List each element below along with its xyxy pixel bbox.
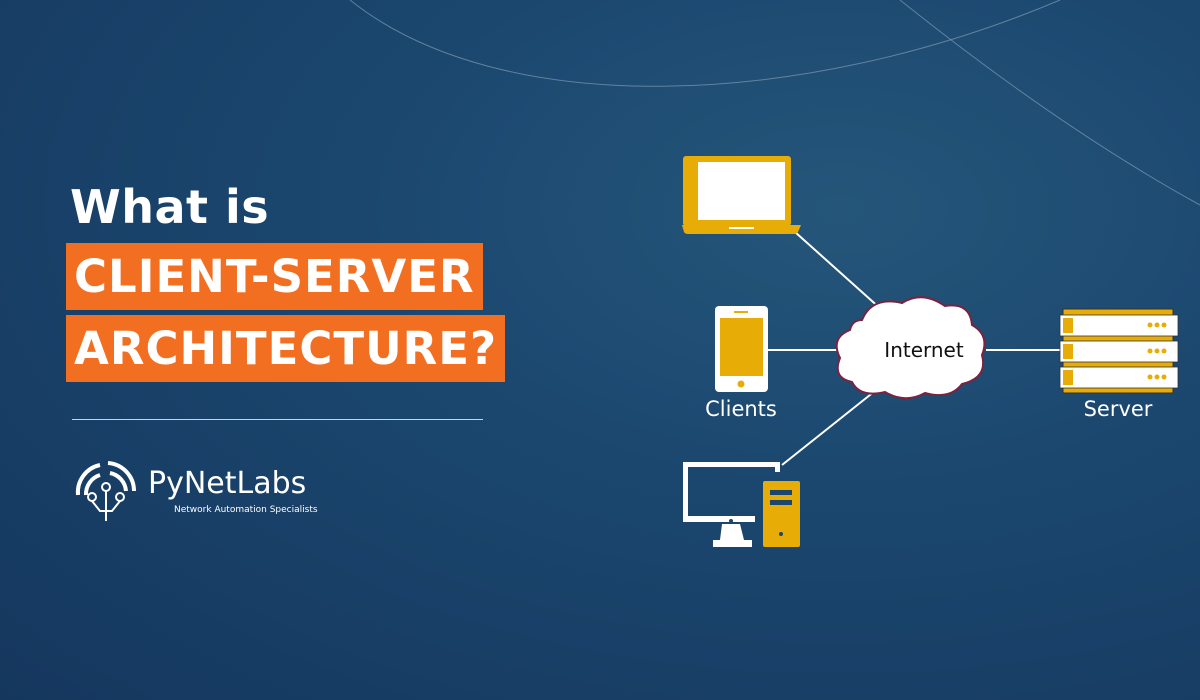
server-rack-icon (1059, 308, 1179, 394)
laptop-icon (682, 156, 801, 234)
brand-name: PyNetLabs (148, 466, 307, 501)
headline-what-is: What is (70, 180, 270, 234)
headline-architecture: ARCHITECTURE? (66, 315, 506, 382)
server-label: Server (1083, 397, 1153, 421)
connection-lines (768, 231, 1060, 466)
smartphone-icon (715, 306, 768, 392)
pynetlabs-logo-icon (75, 461, 137, 521)
internet-cloud-icon (835, 296, 986, 400)
internet-label: Internet (884, 338, 964, 362)
clients-label: Clients (705, 397, 777, 421)
desktop-computer-icon (683, 462, 800, 547)
brand-tagline: Network Automation Specialists (174, 505, 318, 515)
headline-client-server: CLIENT-SERVER (66, 243, 483, 310)
divider (72, 419, 483, 420)
